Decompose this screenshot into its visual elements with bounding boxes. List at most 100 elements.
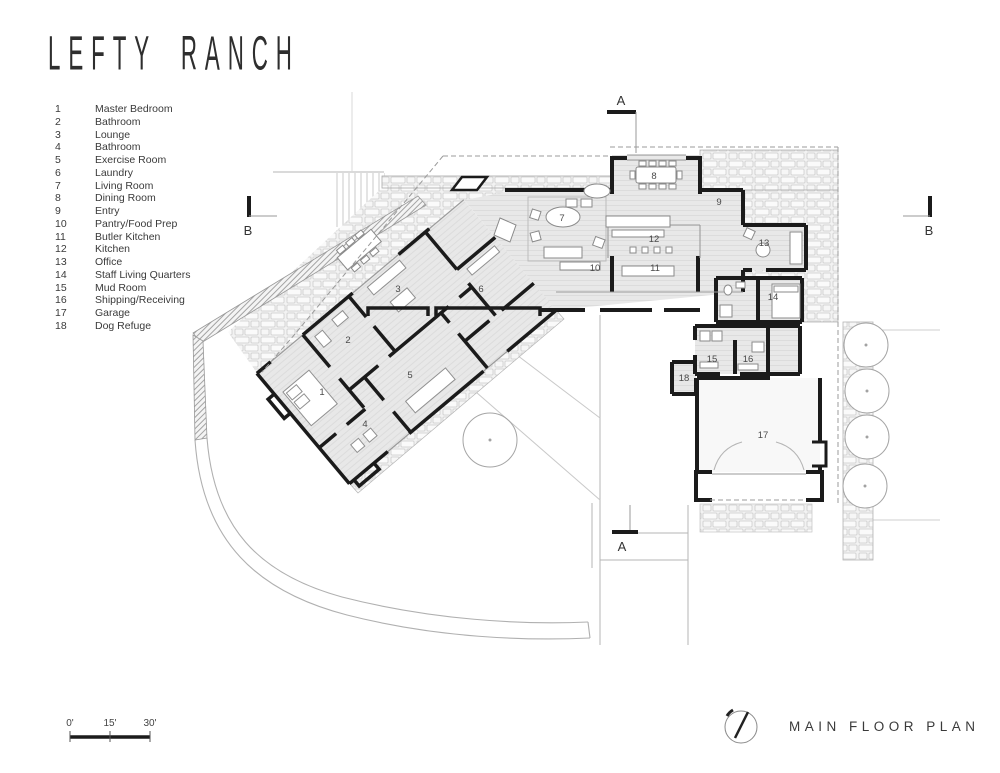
- room-label-17: 17: [758, 430, 769, 441]
- driveway-curves: [194, 437, 591, 640]
- legend-label: Shipping/Receiving: [95, 294, 185, 307]
- terrace-step: [449, 175, 490, 192]
- legend-number: 5: [55, 154, 61, 166]
- room-label-18: 18: [679, 373, 690, 384]
- north-arrow-icon: [724, 708, 758, 744]
- legend-label: Living Room: [95, 179, 154, 192]
- section-letter: B: [244, 223, 253, 238]
- room-label-5: 5: [407, 370, 412, 381]
- legend-number: 9: [55, 205, 61, 217]
- room-label-10: 10: [590, 263, 601, 274]
- legend-row: 18 Dog Refuge: [55, 320, 191, 333]
- room-label-13: 13: [759, 238, 770, 249]
- wing-furniture: [282, 245, 501, 454]
- legend-number: 17: [55, 307, 67, 319]
- room-label-16: 16: [743, 354, 754, 365]
- terrace-table: [335, 228, 382, 273]
- legend-row: 2 Bathroom: [55, 116, 191, 129]
- scale-label-0: 0': [66, 718, 74, 729]
- legend-label: Mud Room: [95, 281, 147, 294]
- legend-number: 3: [55, 128, 61, 141]
- legend-number: 7: [55, 179, 61, 192]
- legend-row: 6 Laundry: [55, 167, 191, 180]
- legend-label: Kitchen: [95, 243, 131, 256]
- legend-row: 4 Bathroom: [55, 141, 191, 154]
- legend-label: Dog Refuge: [95, 319, 152, 332]
- scale-label-15: 15': [103, 718, 116, 729]
- room-label-4: 4: [362, 419, 367, 430]
- legend-row: 11 Butler Kitchen: [55, 231, 191, 244]
- legend-row: 8 Dining Room: [55, 192, 191, 205]
- room-label-9: 9: [716, 197, 721, 208]
- drawing-title: LEFTY RANCH: [48, 26, 300, 81]
- legend-label: Garage: [95, 307, 131, 319]
- stone-garage-apron: [699, 503, 813, 533]
- bedroom-wing: [255, 199, 558, 489]
- wing-walls: [255, 227, 558, 489]
- legend-row: 7 Living Room: [55, 180, 191, 193]
- room-label-7: 7: [559, 213, 564, 224]
- roof-dashed-lines: [261, 146, 839, 505]
- legend-label: Pantry/Food Prep: [95, 217, 178, 230]
- legend-row: 13 Office: [55, 256, 191, 269]
- legend-label: Lounge: [95, 128, 131, 141]
- legend-number: 11: [55, 230, 66, 243]
- legend-label: Bathroom: [95, 115, 141, 128]
- section-marker-b-right: B: [903, 196, 933, 238]
- legend-label: Exercise Room: [95, 154, 167, 166]
- room-label-11: 11: [650, 263, 660, 274]
- legend-row: 1 Master Bedroom: [55, 103, 191, 116]
- room-label-6: 6: [478, 284, 483, 295]
- room-label-2: 2: [345, 335, 350, 346]
- legend-label: Laundry: [95, 166, 133, 179]
- plan-title: MAIN FLOOR PLAN: [789, 719, 980, 734]
- section-marker-a-top: A: [607, 93, 637, 153]
- legend-row: 10 Pantry/Food Prep: [55, 218, 191, 231]
- scale-label-30: 30': [143, 718, 156, 729]
- room-label-12: 12: [649, 234, 660, 245]
- site-lines: [273, 92, 940, 645]
- legend-number: 4: [55, 141, 61, 154]
- section-letter: B: [925, 223, 934, 238]
- legend-row: 14 Staff Living Quarters: [55, 269, 191, 282]
- legend-label: Entry: [95, 205, 120, 217]
- room-label-14: 14: [768, 292, 779, 303]
- main-walls: [505, 156, 828, 502]
- legend-row: 5 Exercise Room: [55, 154, 191, 167]
- legend-number: 18: [55, 319, 67, 332]
- legend-label: Staff Living Quarters: [95, 268, 191, 281]
- section-marker-b-left: B: [244, 196, 277, 238]
- legend-label: Bathroom: [95, 141, 141, 154]
- room-label-8: 8: [651, 171, 656, 182]
- tree-circles: [462, 322, 890, 509]
- legend-number: 12: [55, 243, 67, 256]
- legend-number: 2: [55, 115, 61, 128]
- legend-number: 1: [55, 103, 61, 115]
- furniture: [493, 160, 803, 371]
- scale-bar: 0' 15' 30': [66, 718, 157, 742]
- legend-label: Dining Room: [95, 192, 156, 205]
- legend-row: 9 Entry: [55, 205, 191, 218]
- legend-number: 8: [55, 192, 61, 205]
- stone-wall-band: [381, 175, 613, 189]
- legend-number: 14: [55, 268, 67, 281]
- legend-row: 12 Kitchen: [55, 243, 191, 256]
- legend-row: 17 Garage: [55, 307, 191, 320]
- legend-number: 10: [55, 217, 67, 230]
- room-label-1: 1: [319, 387, 324, 398]
- legend-label: Butler Kitchen: [95, 230, 161, 243]
- legend-label: Office: [95, 256, 123, 268]
- legend-number: 6: [55, 166, 61, 179]
- room-number-labels: 1 2 3 4 5 6 7 8 9 10 11 12 13 14 15 16 1…: [319, 171, 778, 441]
- room-label-15: 15: [707, 354, 718, 365]
- legend-label: Master Bedroom: [95, 103, 173, 115]
- legend-number: 13: [55, 256, 67, 268]
- section-marker-a-bottom: A: [612, 505, 638, 554]
- legend-row: 3 Lounge: [55, 129, 191, 142]
- section-letter: A: [618, 539, 627, 554]
- legend-number: 15: [55, 281, 67, 294]
- room-label-3: 3: [395, 284, 400, 295]
